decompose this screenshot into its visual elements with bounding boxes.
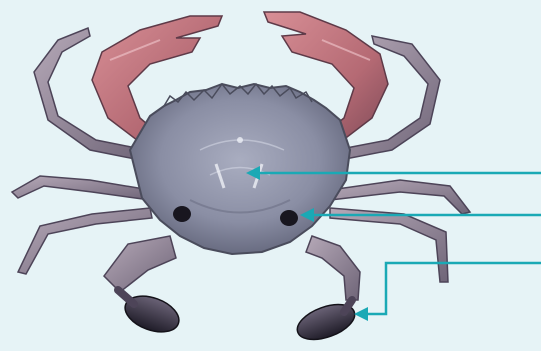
right-dark-spot [280,210,298,226]
right-swimming-leg [293,236,360,346]
left-swimming-leg [104,236,184,339]
left-dark-spot [173,206,191,222]
carapace [130,84,350,254]
